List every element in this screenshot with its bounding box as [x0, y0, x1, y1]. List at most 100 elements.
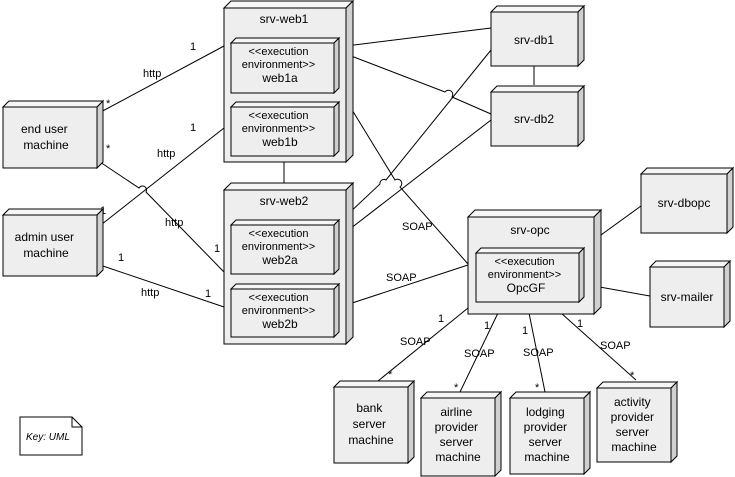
node-srv-db2[interactable]: srv-db2 — [489, 84, 586, 148]
exec-env-label: environment>> — [242, 241, 315, 253]
svg-text:<<execution environment>: <<execution environment>> web1b — [242, 110, 318, 149]
label-star: * — [454, 382, 459, 394]
node-airline-provider-server-machine[interactable]: airline provider server machine — [419, 390, 503, 477]
node-label: provider — [524, 420, 567, 434]
exec-env-web2b[interactable]: <<execution environment>> web2b — [229, 282, 341, 339]
exec-env-label: environment>> — [242, 59, 315, 71]
node-label: machine — [23, 246, 69, 260]
node-label: srv-dbopc — [658, 196, 711, 210]
label-soap: SOAP — [464, 348, 495, 360]
label-one: 1 — [438, 313, 444, 325]
exec-env-web1a[interactable]: <<execution environment>> web1a — [229, 36, 341, 95]
node-label: srv-db2 — [514, 112, 554, 126]
exec-env-label: environment>> — [488, 269, 561, 281]
node-bank-server-machine[interactable]: bank server machine — [332, 379, 416, 465]
note-shape — [19, 416, 83, 456]
connections — [96, 27, 651, 393]
label-one: 1 — [484, 320, 490, 332]
label-one: 1 — [190, 41, 196, 53]
edge-opc-activity — [560, 312, 637, 381]
label-soap: SOAP — [400, 336, 431, 348]
edge-enduser-web1 — [96, 45, 225, 115]
edge-web1-opc — [345, 99, 469, 265]
edge-web2-db1 — [345, 49, 492, 217]
key-note: Key: UML — [19, 416, 83, 456]
svg-text:admin user machine: admin user machine — [15, 230, 78, 260]
svg-text:<<execution environment>: <<execution environment>> web2a — [242, 228, 318, 267]
node-label: server — [616, 425, 649, 439]
node-label: end user — [21, 122, 68, 136]
edge-web1-db1 — [345, 27, 492, 47]
edge-web2-opc — [345, 264, 469, 306]
exec-env-label: <<execution — [249, 228, 309, 240]
exec-env-label: <<execution — [249, 110, 309, 122]
node-label: activity — [614, 395, 651, 409]
edge-web1-db2 — [345, 53, 492, 115]
label-star: * — [106, 143, 111, 155]
exec-env-web1b[interactable]: <<execution environment>> web1b — [229, 100, 341, 158]
node-srv-mailer[interactable]: srv-mailer — [648, 259, 732, 329]
node-label: machine — [348, 433, 394, 447]
exec-env-label: environment>> — [242, 123, 315, 135]
node-label: bank — [356, 401, 383, 415]
label-one: 1 — [522, 325, 528, 337]
label-one: 1 — [577, 318, 583, 330]
label-one: 1 — [190, 122, 196, 134]
edge-opc-lodging — [528, 312, 546, 393]
node-srv-db1[interactable]: srv-db1 — [489, 4, 586, 68]
label-soap: SOAP — [600, 340, 631, 352]
svg-text:airline provider s: airline provider server machine — [435, 405, 482, 464]
node-label: admin user — [15, 230, 74, 244]
exec-env-label: <<execution — [249, 46, 309, 58]
node-label: provider — [435, 420, 478, 434]
label-star: * — [106, 98, 111, 110]
node-label: machine — [435, 450, 481, 464]
node-label: machine — [611, 440, 657, 454]
node-label: server — [440, 435, 473, 449]
exec-env-web2a[interactable]: <<execution environment>> web2a — [229, 218, 341, 276]
label-one: 1 — [118, 252, 124, 264]
connection-labels: http 1 * http 1 * http 1 1 http 1 1 SOAP… — [100, 41, 635, 394]
node-label: machine — [524, 450, 570, 464]
node-label: airline — [440, 405, 472, 419]
node-label: srv-opc — [510, 223, 549, 237]
key-label: Key: UML — [26, 432, 70, 443]
label-http: http — [165, 217, 183, 229]
exec-env-label: web1a — [261, 71, 298, 85]
label-soap: SOAP — [402, 221, 433, 233]
node-activity-provider-server-machine[interactable]: activity provider server machine — [595, 380, 679, 464]
label-http: http — [141, 287, 159, 299]
svg-text:end user machine: end user machine — [21, 122, 71, 152]
edge-admin-web1b — [96, 127, 225, 229]
label-one: 1 — [214, 243, 220, 255]
exec-env-label: web2b — [261, 317, 298, 331]
edge-admin-web2b — [96, 263, 225, 308]
edge-opc-bank — [377, 307, 469, 382]
node-label: srv-db1 — [514, 33, 554, 47]
node-label: lodging — [526, 405, 565, 419]
exec-env-label: web1b — [261, 135, 298, 149]
label-star: * — [535, 382, 540, 394]
label-soap: SOAP — [386, 272, 417, 284]
edge-web2-db2 — [345, 119, 492, 233]
exec-env-label: OpcGF — [507, 281, 546, 295]
svg-text:lodging provider s: lodging provider server machine — [524, 405, 571, 464]
node-lodging-provider-server-machine[interactable]: lodging provider server machine — [508, 390, 592, 476]
node-label: server — [353, 417, 386, 431]
node-label: srv-web1 — [260, 12, 309, 26]
label-soap: SOAP — [523, 347, 554, 359]
svg-text:<<execution environment>: <<execution environment>> OpcGF — [488, 256, 564, 295]
node-admin-user-machine[interactable]: admin user machine — [1, 207, 105, 278]
node-srv-dbopc[interactable]: srv-dbopc — [639, 166, 735, 235]
svg-text:activity provider: activity provider server machine — [611, 395, 658, 454]
exec-env-label: web2a — [261, 253, 298, 267]
label-star: * — [388, 369, 393, 381]
edge-opc-dbopc — [593, 205, 642, 241]
label-one: 1 — [205, 288, 211, 300]
svg-text:bank server machin: bank server machine — [348, 401, 394, 447]
exec-env-opcgf[interactable]: <<execution environment>> OpcGF — [474, 246, 586, 304]
node-label: machine — [23, 138, 69, 152]
node-label: server — [529, 435, 562, 449]
node-end-user-machine[interactable]: end user machine — [1, 99, 105, 170]
